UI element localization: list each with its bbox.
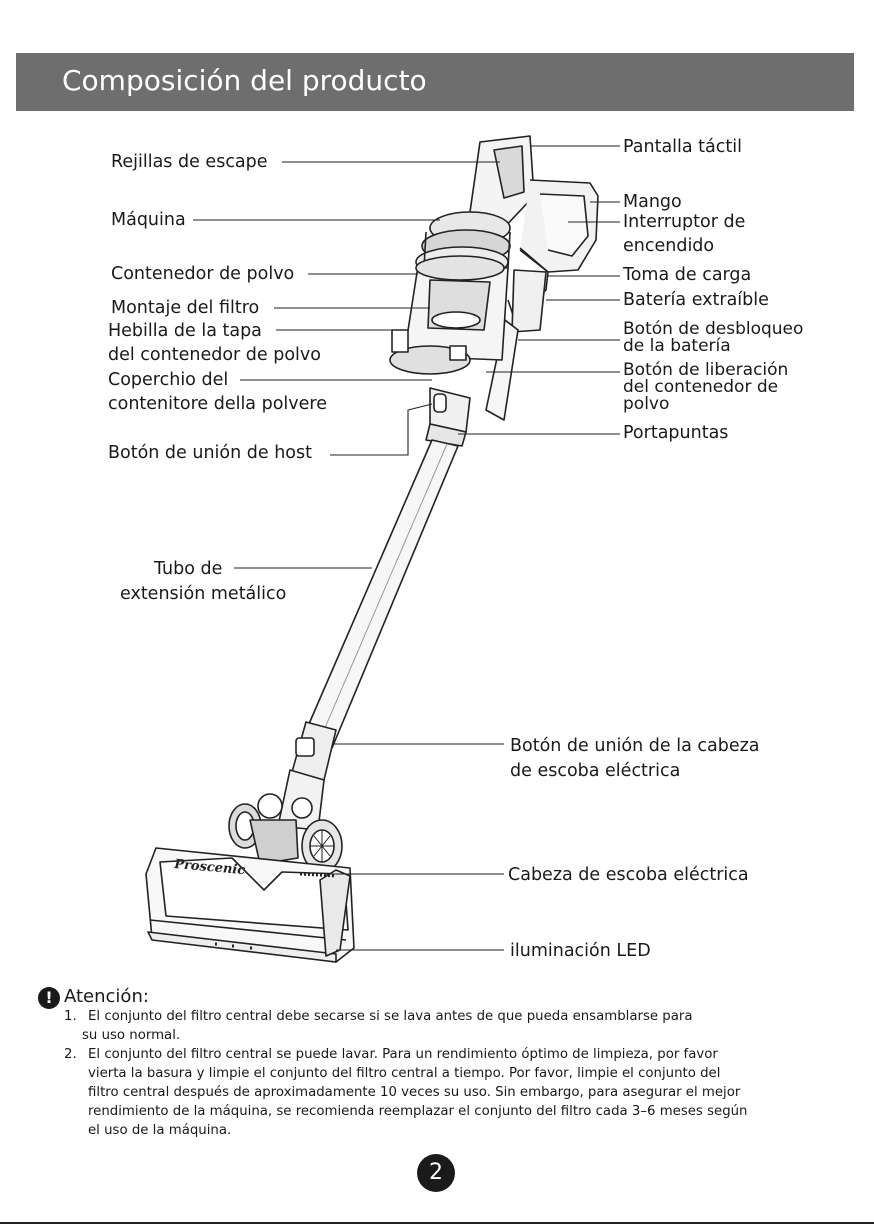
label-tube-line1: Tubo de xyxy=(154,558,222,580)
label-led: iluminación LED xyxy=(510,940,651,962)
label-power-line2: encendido xyxy=(623,235,714,257)
label-battery-unlock-line2: de la batería xyxy=(623,338,731,354)
label-release-line3: polvo xyxy=(623,396,669,412)
exclamation-icon: ! xyxy=(38,987,60,1009)
note-line: su uso normal. xyxy=(82,1026,822,1045)
host-latch xyxy=(426,388,470,446)
label-charging: Toma de carga xyxy=(623,264,751,286)
note-number: 2. xyxy=(64,1045,77,1064)
note-line: el uso de la máquina. xyxy=(88,1121,828,1140)
label-cover-line2: contenitore della polvere xyxy=(108,393,327,415)
note-line: vierta la basura y limpie el conjunto de… xyxy=(88,1064,828,1083)
attention-title: Atención: xyxy=(64,985,149,1009)
bottom-divider xyxy=(0,1222,874,1224)
note-line: El conjunto del filtro central se puede … xyxy=(88,1045,828,1064)
label-host-button: Botón de unión de host xyxy=(108,442,312,464)
attention-note-2: 2. El conjunto del filtro central se pue… xyxy=(64,1045,834,1145)
label-head-button-line2: de escoba eléctrica xyxy=(510,760,680,782)
label-machine: Máquina xyxy=(111,209,186,231)
note-number: 1. xyxy=(64,1007,77,1026)
note-line: rendimiento de la máquina, se recomienda… xyxy=(88,1102,828,1121)
label-release-line1: Botón de liberación xyxy=(623,362,788,378)
label-dust-container: Contenedor de polvo xyxy=(111,263,294,285)
page-number: 2 xyxy=(417,1154,455,1192)
label-brush-head: Cabeza de escoba eléctrica xyxy=(508,864,749,886)
label-battery-unlock-line1: Botón de desbloqueo xyxy=(623,321,803,337)
label-battery: Batería extraíble xyxy=(623,289,769,311)
metal-tube xyxy=(292,440,458,780)
label-exhaust: Rejillas de escape xyxy=(111,151,268,173)
note-line: El conjunto del filtro central debe seca… xyxy=(88,1007,828,1026)
label-handle: Mango xyxy=(623,191,682,213)
label-tool-holder: Portapuntas xyxy=(623,422,728,444)
label-head-button-line1: Botón de unión de la cabeza xyxy=(510,735,760,757)
label-tube-line2: extensión metálico xyxy=(120,583,286,605)
label-buckle-line2: del contenedor de polvo xyxy=(108,344,321,366)
label-release-line2: del contenedor de xyxy=(623,379,778,395)
label-power-line1: Interruptor de xyxy=(623,211,745,233)
attention-note-1: 1. El conjunto del filtro central debe s… xyxy=(64,1007,834,1047)
label-filter-assembly: Montaje del filtro xyxy=(111,297,259,319)
label-buckle-line1: Hebilla de la tapa xyxy=(108,320,262,342)
note-line: filtro central después de aproximadament… xyxy=(88,1083,828,1102)
label-cover-line1: Coperchio del xyxy=(108,369,228,391)
label-touch-screen: Pantalla táctil xyxy=(623,136,742,158)
